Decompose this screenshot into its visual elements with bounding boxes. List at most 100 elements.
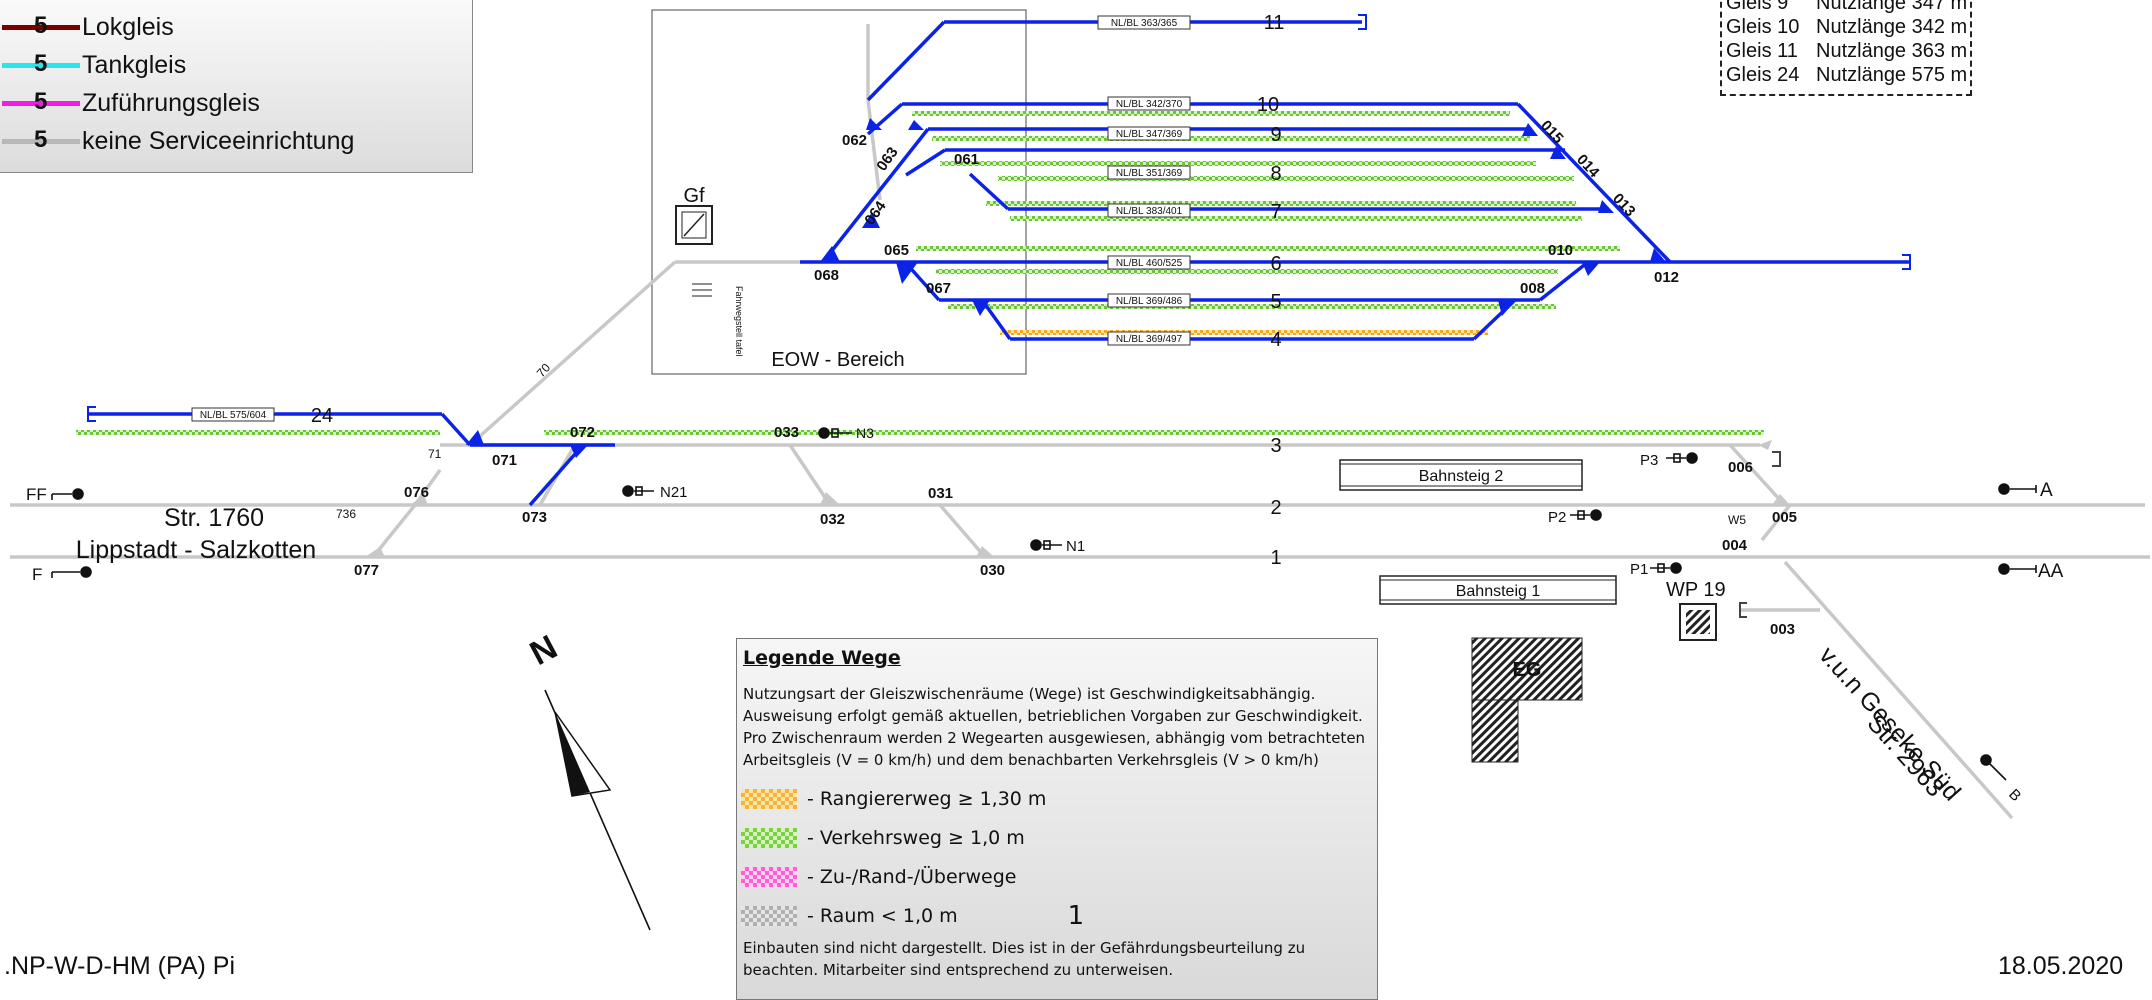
legend-text-line: Ausweisung erfolgt gemäß aktuellen, betr… <box>743 707 1363 725</box>
eg-building: EG <box>1471 637 1583 763</box>
walkway <box>936 269 1558 274</box>
signal-label-p2: P2 <box>1548 509 1566 526</box>
switch-073: 073 <box>522 509 547 526</box>
signal-p1 <box>1650 562 1682 574</box>
switch-072: 072 <box>570 424 595 441</box>
signal-n3 <box>818 427 852 439</box>
legend-footnote-line: beachten. Mitarbeiter sind entsprechend … <box>743 961 1174 979</box>
switch-004: 004 <box>1722 537 1748 554</box>
legend-footnote-line: Einbauten sind nicht dargestellt. Dies i… <box>743 939 1306 957</box>
track-numbers: 11 10 9 8 7 6 5 4 24 3 2 1 <box>311 12 1285 569</box>
legend-text-line: Nutzungsart der Gleiszwischenräume (Wege… <box>743 685 1316 703</box>
legend-item-label: - Rangiererweg ≥ 1,30 m <box>807 788 1047 810</box>
signal-n1 <box>1030 539 1062 551</box>
walkway-legend-footnote: Einbauten sind nicht dargestellt. Dies i… <box>743 937 1373 981</box>
walkway <box>912 111 1510 116</box>
fahrwegstell-tafel: Fahrwegstell tafel <box>692 283 744 357</box>
walkway <box>76 430 440 435</box>
length-gleis: Gleis 24 <box>1726 64 1800 86</box>
legend-number: 5 <box>34 88 48 115</box>
signal-n21 <box>622 485 654 497</box>
legend-item-zu-rand: - Zu-/Rand-/Überwege <box>741 865 1016 889</box>
walkway-legend-title: Legende Wege <box>743 647 901 669</box>
swatch-zu-rand <box>741 867 797 887</box>
track-number-11: 11 <box>1264 12 1285 34</box>
signal-label-w5: W5 <box>1728 513 1746 527</box>
walkway <box>1010 216 1582 221</box>
swatch-rangierweg <box>741 789 797 809</box>
nlbl-label: NL/BL 369/497 <box>1116 334 1183 345</box>
switch-076: 076 <box>404 484 429 501</box>
switch-032: 032 <box>820 511 845 528</box>
walkway <box>986 201 1576 206</box>
platform-2-label: Bahnsteig 2 <box>1419 468 1504 485</box>
switch-033: 033 <box>774 424 799 441</box>
legend-item-label: - Verkehrsweg ≥ 1,0 m <box>807 827 1025 849</box>
walkway <box>932 136 1530 141</box>
eow-area-frame <box>651 9 1027 375</box>
track-number-24: 24 <box>311 405 333 427</box>
track-number-8: 8 <box>1270 163 1281 185</box>
walkway <box>916 246 1620 251</box>
signal-label-736: 736 <box>336 507 356 521</box>
switch-071: 071 <box>492 452 517 469</box>
nlbl-label: NL/BL 363/365 <box>1111 18 1178 29</box>
length-gleis: Gleis 11 <box>1726 40 1798 62</box>
switch-014: 014 <box>1573 151 1603 181</box>
swatch-raum <box>741 906 797 926</box>
legend-item-label: - Zu-/Rand-/Überwege <box>807 866 1017 888</box>
track-number-6: 6 <box>1270 253 1281 275</box>
track-number-5: 5 <box>1270 291 1281 313</box>
buffer-stops <box>87 14 1911 422</box>
signal-label-n1: N1 <box>1066 538 1085 555</box>
track-number-2: 2 <box>1270 497 1281 519</box>
eg-label: EG <box>1513 659 1542 681</box>
signal-a <box>1998 483 2037 495</box>
switch-015: 015 <box>1537 117 1567 147</box>
signal-label-aa: AA <box>2038 561 2064 582</box>
switch-008: 008 <box>1520 280 1545 297</box>
track-number-4: 4 <box>1270 329 1281 351</box>
length-gleis: Gleis 10 <box>1726 16 1800 38</box>
platform-1: Bahnsteig 1 <box>1379 575 1617 605</box>
signal-b <box>1980 754 2007 781</box>
switch-labels: 062 063 061 064 065 068 067 015 014 013 … <box>354 117 1797 638</box>
north-arrow: N <box>524 628 651 931</box>
switch-065: 065 <box>884 242 909 259</box>
legend-number: 5 <box>34 12 48 39</box>
legend-row-tankgleis: 5 Tankgleis <box>0 50 186 80</box>
signal-ff <box>51 488 84 500</box>
signal-p2 <box>1570 509 1602 521</box>
track-number-10: 10 <box>1257 94 1279 116</box>
geseke-label: v.u.n Geseke Süd <box>1814 641 1967 806</box>
gf-box: Gf <box>675 185 713 245</box>
fahrwegstell-label: Fahrwegstell tafel <box>734 286 744 357</box>
signal-symbols <box>51 427 2037 781</box>
legend-label-lokgleis: Lokgleis <box>82 12 174 41</box>
length-gleis: Gleis 9 <box>1726 0 1789 14</box>
track-number-3: 3 <box>1270 435 1281 457</box>
track-type-legend: 5 Lokgleis 5 Tankgleis 5 Zuführungsgleis… <box>0 0 473 173</box>
eow-label: EOW - Bereich <box>771 349 904 371</box>
signal-label-ff: FF <box>26 485 47 504</box>
legend-row-zufuehrungsgleis: 5 Zuführungsgleis <box>0 88 260 118</box>
legend-item-raum: - Raum < 1,0 m 1 <box>741 901 1084 931</box>
nlbl-label: NL/BL 383/401 <box>1116 206 1183 217</box>
switch-067: 067 <box>926 280 951 297</box>
legend-label-keine-service: keine Serviceeinrichtung <box>82 126 355 155</box>
nlbl-label: NL/BL 351/369 <box>1116 168 1183 179</box>
walkways <box>76 111 1764 435</box>
switch-077: 077 <box>354 562 379 579</box>
walkway <box>998 176 1574 181</box>
nlbl-label: NL/BL 342/370 <box>1116 99 1183 110</box>
signal-label-b: B <box>2005 786 2024 805</box>
legend-row-keine-service: 5 keine Serviceeinrichtung <box>0 126 354 156</box>
legend-number: 5 <box>34 50 48 77</box>
legend-item-rangierweg: - Rangiererweg ≥ 1,30 m <box>741 787 1046 811</box>
signal-label-f: F <box>32 565 42 584</box>
nlbl-label: NL/BL 347/369 <box>1116 129 1183 140</box>
track-number-7: 7 <box>1270 201 1281 223</box>
signal-labels: FF F A AA N3 N21 N1 P3 P2 P1 B W5 736 71… <box>26 360 2064 804</box>
